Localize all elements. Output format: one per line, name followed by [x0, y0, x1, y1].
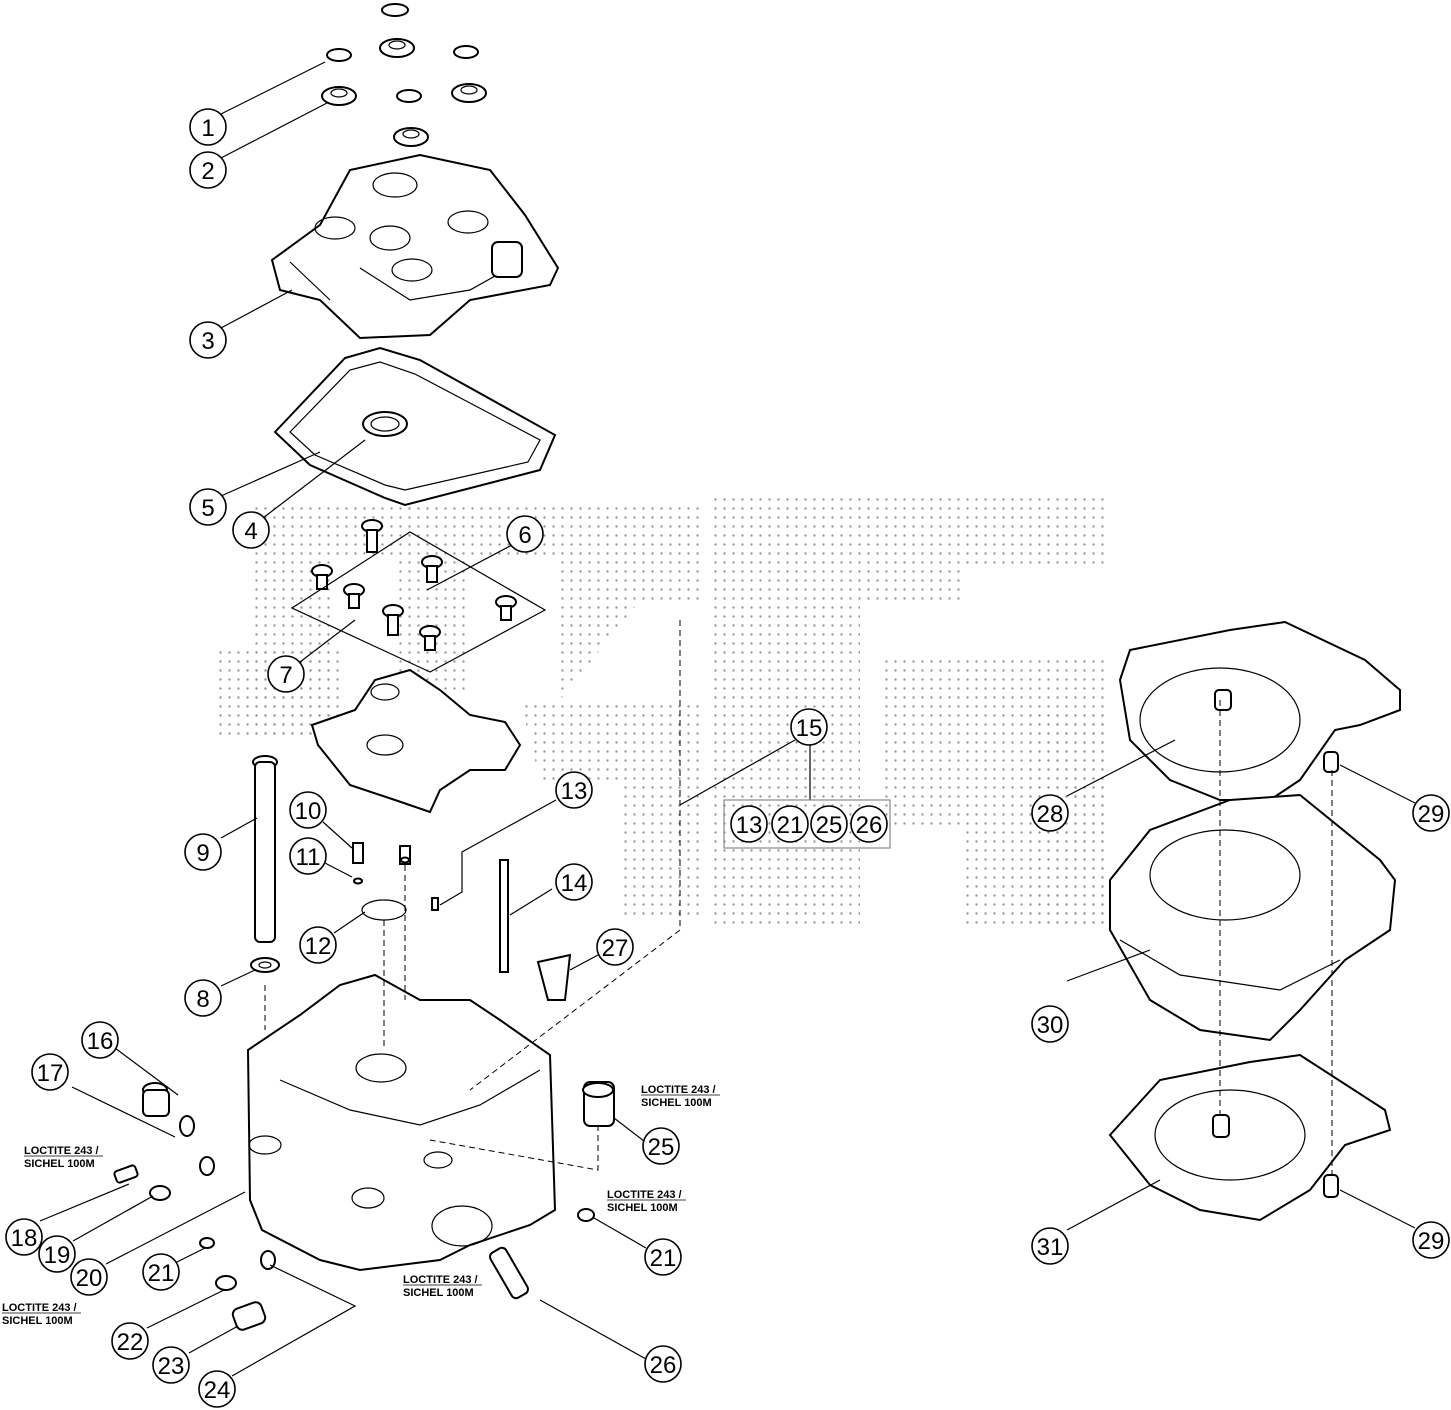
svg-text:LOCTITE 243 /: LOCTITE 243 / [607, 1189, 682, 1201]
cover-bolts [290, 519, 547, 673]
camshaft-bearing-bridge [310, 668, 522, 814]
kit-member-26: 26 [856, 812, 883, 839]
valve-cover [270, 153, 560, 340]
callout-22: 22 [117, 1329, 144, 1356]
callout-5: 5 [201, 495, 214, 522]
side-fittings [113, 1081, 615, 1331]
bolt-washer [250, 957, 280, 973]
callout-17: 17 [37, 1060, 64, 1087]
note-left-upper: LOCTITE 243 / SICHEL 100M [24, 1145, 103, 1170]
leader-lines [39, 61, 1416, 1377]
kit-member-25: 25 [816, 812, 843, 839]
watermark-logo [215, 495, 1105, 930]
dowel-pins [1323, 751, 1339, 1198]
callout-23: 23 [158, 1353, 185, 1380]
callout-29-bottom: 29 [1418, 1228, 1445, 1255]
svg-text:SICHEL 100M: SICHEL 100M [641, 1097, 712, 1109]
callout-19: 19 [44, 1242, 71, 1269]
cylinder-head-bolt [252, 755, 278, 943]
kit-group-box [723, 799, 891, 849]
callout-26: 26 [650, 1352, 677, 1379]
callout-10: 10 [295, 798, 322, 825]
callout-21-right: 21 [650, 1245, 677, 1272]
valve-cover-plugs [321, 3, 487, 147]
callout-8: 8 [196, 986, 209, 1013]
callout-29-top: 29 [1418, 801, 1445, 828]
callout-3: 3 [201, 328, 214, 355]
callout-18: 18 [11, 1225, 38, 1252]
callout-24: 24 [204, 1377, 231, 1404]
kit-member-21: 21 [777, 812, 804, 839]
cylinder-head [246, 973, 557, 1272]
callout-6: 6 [518, 522, 531, 549]
callout-9: 9 [196, 840, 209, 867]
callout-12: 12 [305, 933, 332, 960]
callout-circles [5, 108, 1450, 1408]
callout-2: 2 [201, 158, 214, 185]
kit-member-13: 13 [736, 812, 763, 839]
dashed-assembly-lines [264, 620, 1333, 1180]
loctite-notes: LOCTITE 243 / SICHEL 100M LOCTITE 243 / … [2, 1084, 720, 1327]
note-right-upper: LOCTITE 243 / SICHEL 100M [641, 1084, 720, 1109]
note-left-lower: LOCTITE 243 / SICHEL 100M [2, 1302, 81, 1327]
svg-text:SICHEL 100M: SICHEL 100M [403, 1287, 474, 1299]
callout-20: 20 [76, 1265, 103, 1292]
note-right-middle: LOCTITE 243 / SICHEL 100M [607, 1189, 686, 1214]
callout-11: 11 [296, 844, 321, 871]
callout-27: 27 [602, 935, 629, 962]
cylinder [1109, 793, 1397, 1042]
svg-text:LOCTITE 243 /: LOCTITE 243 / [641, 1084, 716, 1096]
svg-text:SICHEL 100M: SICHEL 100M [2, 1315, 73, 1327]
callout-labels: 1 2 3 4 5 6 7 8 9 10 11 12 13 14 15 16 1… [11, 115, 1445, 1404]
callout-25: 25 [648, 1134, 675, 1161]
svg-text:SICHEL 100M: SICHEL 100M [607, 1202, 678, 1214]
svg-text:LOCTITE 243 /: LOCTITE 243 / [403, 1274, 478, 1286]
svg-text:LOCTITE 243 /: LOCTITE 243 / [2, 1302, 77, 1314]
small-studs [352, 842, 572, 1001]
callout-31: 31 [1037, 1234, 1064, 1261]
callout-15: 15 [796, 715, 823, 742]
callout-16: 16 [87, 1028, 114, 1055]
svg-text:SICHEL 100M: SICHEL 100M [24, 1158, 95, 1170]
callout-30: 30 [1037, 1012, 1064, 1039]
callout-4: 4 [244, 518, 257, 545]
callout-21-left: 21 [148, 1260, 175, 1287]
cylinder-base-gasket [1108, 1053, 1392, 1222]
valve-cover-gasket [273, 346, 557, 507]
callout-28: 28 [1037, 801, 1064, 828]
callout-13: 13 [561, 778, 588, 805]
callout-7: 7 [279, 662, 292, 689]
callout-1: 1 [201, 115, 214, 142]
cylinder-head-gasket [1118, 620, 1401, 801]
callout-14: 14 [561, 870, 588, 897]
svg-text:LOCTITE 243 /: LOCTITE 243 / [24, 1145, 99, 1157]
note-bottom-center: LOCTITE 243 / SICHEL 100M [403, 1274, 482, 1299]
